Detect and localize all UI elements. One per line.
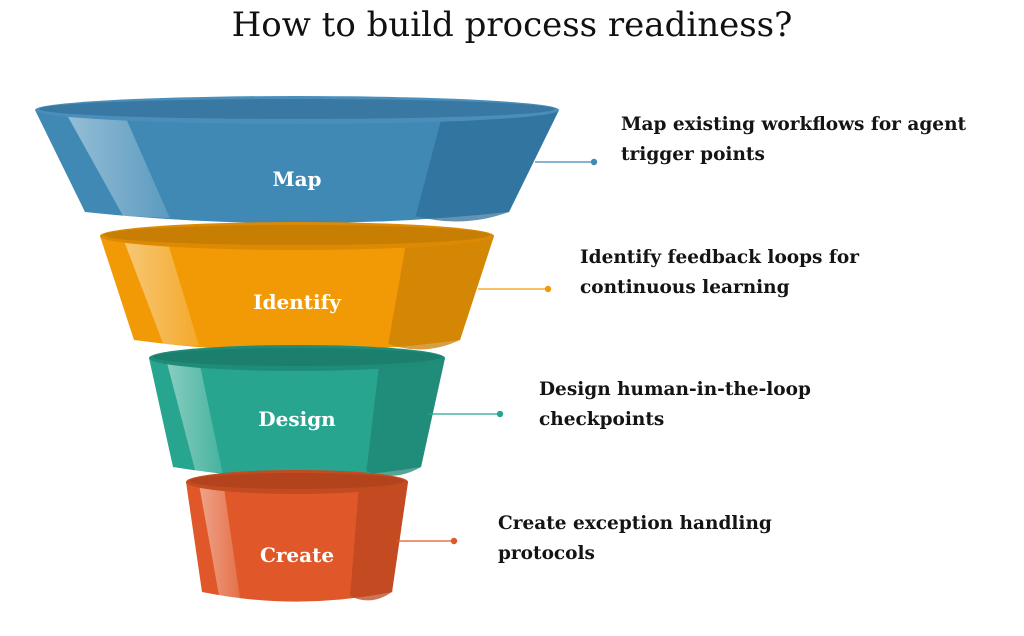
stage-description-create: Create exception handling protocols bbox=[498, 509, 772, 569]
description-line: Map existing workflows for agent bbox=[621, 114, 967, 135]
funnel-band-highlight bbox=[123, 240, 200, 346]
description-line: continuous learning bbox=[580, 277, 790, 298]
funnel-stage-create: Create bbox=[186, 470, 408, 602]
funnel-band-shade bbox=[388, 236, 494, 350]
funnel-band-highlight bbox=[66, 114, 170, 218]
funnel-band-shade bbox=[415, 110, 559, 222]
description-line: checkpoints bbox=[539, 409, 665, 430]
connector-dot bbox=[590, 158, 598, 166]
stage-label: Create bbox=[260, 543, 334, 567]
funnel-band-shade bbox=[350, 482, 408, 601]
connector-dot bbox=[450, 537, 458, 545]
description-line: Create exception handling bbox=[498, 513, 772, 534]
funnel-stage-identify: Identify bbox=[100, 222, 494, 352]
description-line: trigger points bbox=[621, 144, 765, 165]
connector-dot bbox=[496, 410, 504, 418]
funnel-band-rim bbox=[153, 348, 441, 366]
description-line: protocols bbox=[498, 543, 595, 564]
funnel-band-shade bbox=[366, 358, 445, 476]
funnel-stage-map: Map bbox=[35, 96, 559, 224]
stage-label: Map bbox=[272, 167, 321, 191]
stage-description-design: Design human-in-the-loop checkpoints bbox=[539, 375, 811, 435]
page-title: How to build process readiness? bbox=[231, 5, 793, 45]
stage-description-identify: Identify feedback loops for continuous le… bbox=[580, 243, 859, 303]
description-line: Identify feedback loops for bbox=[580, 247, 859, 268]
stage-label: Design bbox=[258, 407, 336, 431]
funnel-band-highlight bbox=[166, 362, 223, 473]
stage-label: Identify bbox=[253, 290, 342, 314]
connector-dot bbox=[544, 285, 552, 293]
funnel-stage-design: Design bbox=[149, 345, 445, 478]
funnel-band-highlight bbox=[199, 486, 240, 598]
funnel-band-rim bbox=[104, 225, 490, 245]
description-line: Design human-in-the-loop bbox=[539, 379, 811, 400]
stage-description-map: Map existing workflows for agent trigger … bbox=[621, 110, 966, 170]
funnel-band-rim bbox=[190, 473, 404, 489]
funnel-band-rim bbox=[39, 99, 555, 119]
